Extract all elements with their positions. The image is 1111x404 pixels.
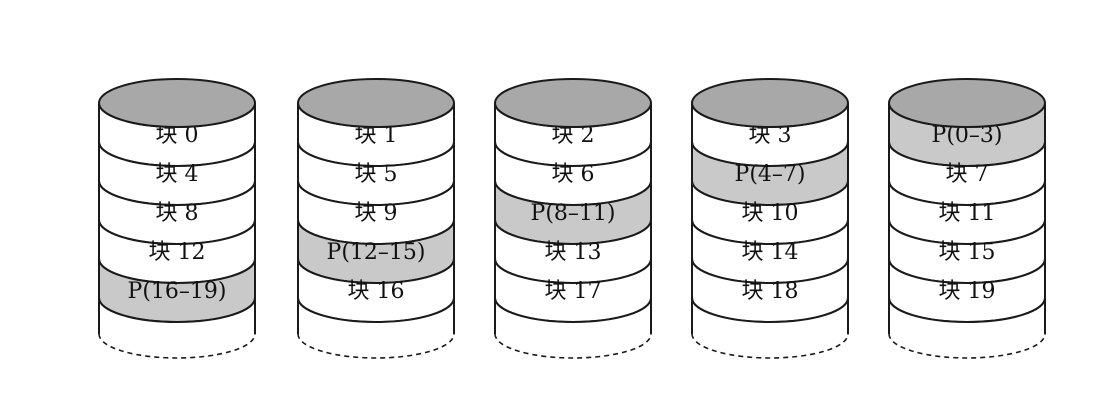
disk-4: P(0–3)块 7块 11块 15块 19 [888, 78, 1046, 359]
block-label: 块 6 [552, 162, 595, 187]
block-label: 块 10 [742, 201, 799, 226]
disk-bottom-edge [98, 333, 256, 359]
block-label: P(4–7) [735, 162, 806, 187]
block-label: P(12–15) [327, 240, 426, 265]
disk-top [494, 78, 652, 128]
block-label: 块 18 [742, 279, 799, 304]
disk-empty-section [888, 297, 1046, 359]
disk-empty-section [494, 297, 652, 359]
block-label: 块 16 [348, 279, 405, 304]
parity-block: P(12–15) [297, 219, 455, 284]
disk-0: 块 0块 4块 8块 12P(16–19) [98, 78, 256, 359]
block-label: P(16–19) [128, 279, 227, 304]
disk-bottom-edge [691, 333, 849, 359]
data-block: 块 8 [98, 180, 256, 245]
data-block: 块 16 [297, 258, 455, 323]
disk-1: 块 1块 5块 9P(12–15)块 16 [297, 78, 455, 359]
data-block: 块 13 [494, 219, 652, 284]
block-label: P(8–11) [531, 201, 616, 226]
block-label: 块 19 [939, 279, 996, 304]
block-label: 块 12 [149, 240, 206, 265]
block-label: 块 8 [156, 201, 199, 226]
block-label: 块 15 [939, 240, 996, 265]
disk-top [691, 78, 849, 128]
block-label: 块 14 [742, 240, 799, 265]
data-block: 块 14 [691, 219, 849, 284]
data-block: 块 15 [888, 219, 1046, 284]
disk-top [888, 78, 1046, 128]
disk-empty-section [691, 297, 849, 359]
block-label: 块 17 [545, 279, 602, 304]
disk-bottom-edge [888, 333, 1046, 359]
disk-empty-section [98, 297, 256, 359]
block-label: 块 5 [355, 162, 398, 187]
block-label: 块 13 [545, 240, 602, 265]
disk-3: 块 3P(4–7)块 10块 14块 18 [691, 78, 849, 359]
disk-top [297, 78, 455, 128]
block-label: 块 4 [156, 162, 199, 187]
disk-bottom-edge [494, 333, 652, 359]
block-label: 块 7 [946, 162, 989, 187]
block-label: 块 9 [355, 201, 398, 226]
block-label: 块 11 [939, 201, 996, 226]
data-block: 块 11 [888, 180, 1046, 245]
disk-2: 块 2块 6P(8–11)块 13块 17 [494, 78, 652, 359]
disk-bottom-edge [297, 333, 455, 359]
data-block: 块 17 [494, 258, 652, 323]
disk-empty-section [297, 297, 455, 359]
disk-top [98, 78, 256, 128]
